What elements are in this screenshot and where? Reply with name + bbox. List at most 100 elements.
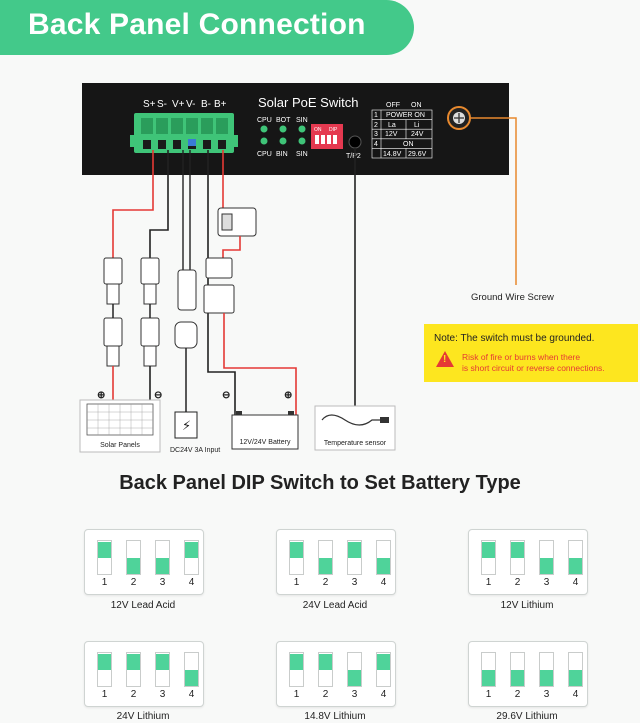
dip-switch-number: 4 — [188, 577, 195, 588]
dip-section-title: Back Panel DIP Switch to Set Battery Typ… — [119, 472, 521, 494]
dip-knob — [511, 542, 524, 558]
dip-knob — [98, 542, 111, 558]
terminal-label: V- — [186, 99, 195, 110]
warning-line-1: Risk of fire or burns when there — [462, 352, 581, 362]
dip-switch-number: 1 — [101, 577, 108, 588]
svg-text:1: 1 — [374, 112, 378, 119]
note-title: Note: The switch must be grounded. — [434, 333, 595, 344]
dip-knob — [377, 654, 390, 670]
dip-switch-2 — [510, 540, 525, 575]
dip-switch-2 — [318, 652, 333, 687]
dip-switch-number: 4 — [572, 577, 579, 588]
power-input-label: DC24V 3A Input — [170, 447, 220, 454]
dip-switch-2 — [126, 652, 141, 687]
dip-switch-4 — [184, 652, 199, 687]
dip-switch-number: 2 — [322, 689, 329, 700]
svg-text:4: 4 — [374, 141, 378, 148]
ground-note: Note: The switch must be grounded. ! Ris… — [424, 324, 638, 382]
svg-text:POWER ON: POWER ON — [386, 112, 425, 119]
svg-text:24V: 24V — [411, 131, 424, 138]
dip-knob — [482, 542, 495, 558]
header-banner: Back Panel Connection — [0, 0, 414, 55]
svg-text:12V: 12V — [385, 131, 398, 138]
dip-switch-1 — [289, 652, 304, 687]
svg-text:2: 2 — [374, 122, 378, 129]
led-label: SIN — [296, 117, 308, 124]
svg-text:3: 3 — [374, 131, 378, 138]
dip-config-label: 14.8V Lithium — [304, 711, 366, 722]
dip-config-label: 29.6V Lithium — [496, 711, 558, 722]
svg-text:⊖: ⊖ — [222, 390, 230, 401]
led-indicators — [260, 125, 306, 145]
svg-text:⊕: ⊕ — [284, 390, 292, 401]
terminal-label: S+ — [143, 99, 156, 110]
dip-switch-3 — [539, 652, 554, 687]
switch-name: Solar PoE Switch — [258, 95, 358, 110]
dip-switch-2 — [510, 652, 525, 687]
dip-switch-number: 1 — [485, 689, 492, 700]
dip-switch-4 — [184, 540, 199, 575]
terminal-label: S- — [157, 99, 167, 110]
dip-switch-2 — [318, 540, 333, 575]
dip-config-label: 12V Lead Acid — [110, 600, 176, 611]
mc4-connectors — [103, 257, 160, 367]
battery-icon — [231, 414, 299, 450]
dip-knob — [156, 558, 169, 574]
dip-knob — [185, 542, 198, 558]
dip-switch-number: 2 — [130, 577, 137, 588]
svg-text:⊖: ⊖ — [154, 390, 162, 401]
dip-switch-number: 3 — [351, 577, 358, 588]
dip-switch-number: 3 — [543, 689, 550, 700]
solar-negative-wire — [149, 150, 169, 260]
dip-switch-number: 2 — [322, 577, 329, 588]
dip-config-label: 24V Lithium — [116, 711, 170, 722]
dip-config-label: 12V Lithium — [500, 600, 554, 611]
dip-switch-number: 4 — [380, 577, 387, 588]
dip-config-label: 24V Lead Acid — [302, 600, 368, 611]
svg-text:Li: Li — [414, 122, 420, 129]
temp-sensor-card — [314, 405, 396, 451]
dip-switch-number: 2 — [514, 577, 521, 588]
dip-knob — [185, 670, 198, 686]
terminal-label: B+ — [214, 99, 227, 110]
temp-sensor-icon — [321, 414, 382, 426]
dip-switch-number: 3 — [159, 689, 166, 700]
dip-knob — [319, 654, 332, 670]
dip-knob — [98, 654, 111, 670]
temp-port — [348, 135, 362, 149]
dip-switch-1 — [97, 540, 112, 575]
dip-switch-3 — [155, 652, 170, 687]
dip-switch-4 — [376, 652, 391, 687]
svg-text:ON: ON — [403, 141, 414, 148]
dip-switch-1 — [289, 540, 304, 575]
dip-knob — [348, 542, 361, 558]
dip-switch-2 — [126, 540, 141, 575]
led-label: CPU — [257, 151, 272, 158]
terminal-label: B- — [201, 99, 211, 110]
dip-knob — [377, 558, 390, 574]
dip-knob — [319, 558, 332, 574]
battery-positive-wire — [223, 313, 297, 415]
dip-switch-3 — [155, 540, 170, 575]
dip-knob — [569, 558, 582, 574]
svg-text:ON: ON — [314, 127, 322, 133]
dip-switch-number: 1 — [293, 689, 300, 700]
dip-knob — [569, 670, 582, 686]
dip-switch-number: 1 — [101, 689, 108, 700]
dip-knob — [540, 670, 553, 686]
dc-plug-icon — [177, 269, 197, 311]
dip-knob — [290, 542, 303, 558]
svg-text:⊕: ⊕ — [97, 390, 105, 401]
led-label: BOT — [276, 117, 291, 124]
dip-switch-1 — [481, 652, 496, 687]
svg-text:ON: ON — [411, 102, 422, 109]
dip-config-card: 1 2 3 4 — [276, 529, 396, 595]
dip-knob — [290, 654, 303, 670]
dip-switch-number: 1 — [293, 577, 300, 588]
dip-switch-4 — [568, 652, 583, 687]
svg-text:T/P2: T/P2 — [346, 153, 361, 160]
